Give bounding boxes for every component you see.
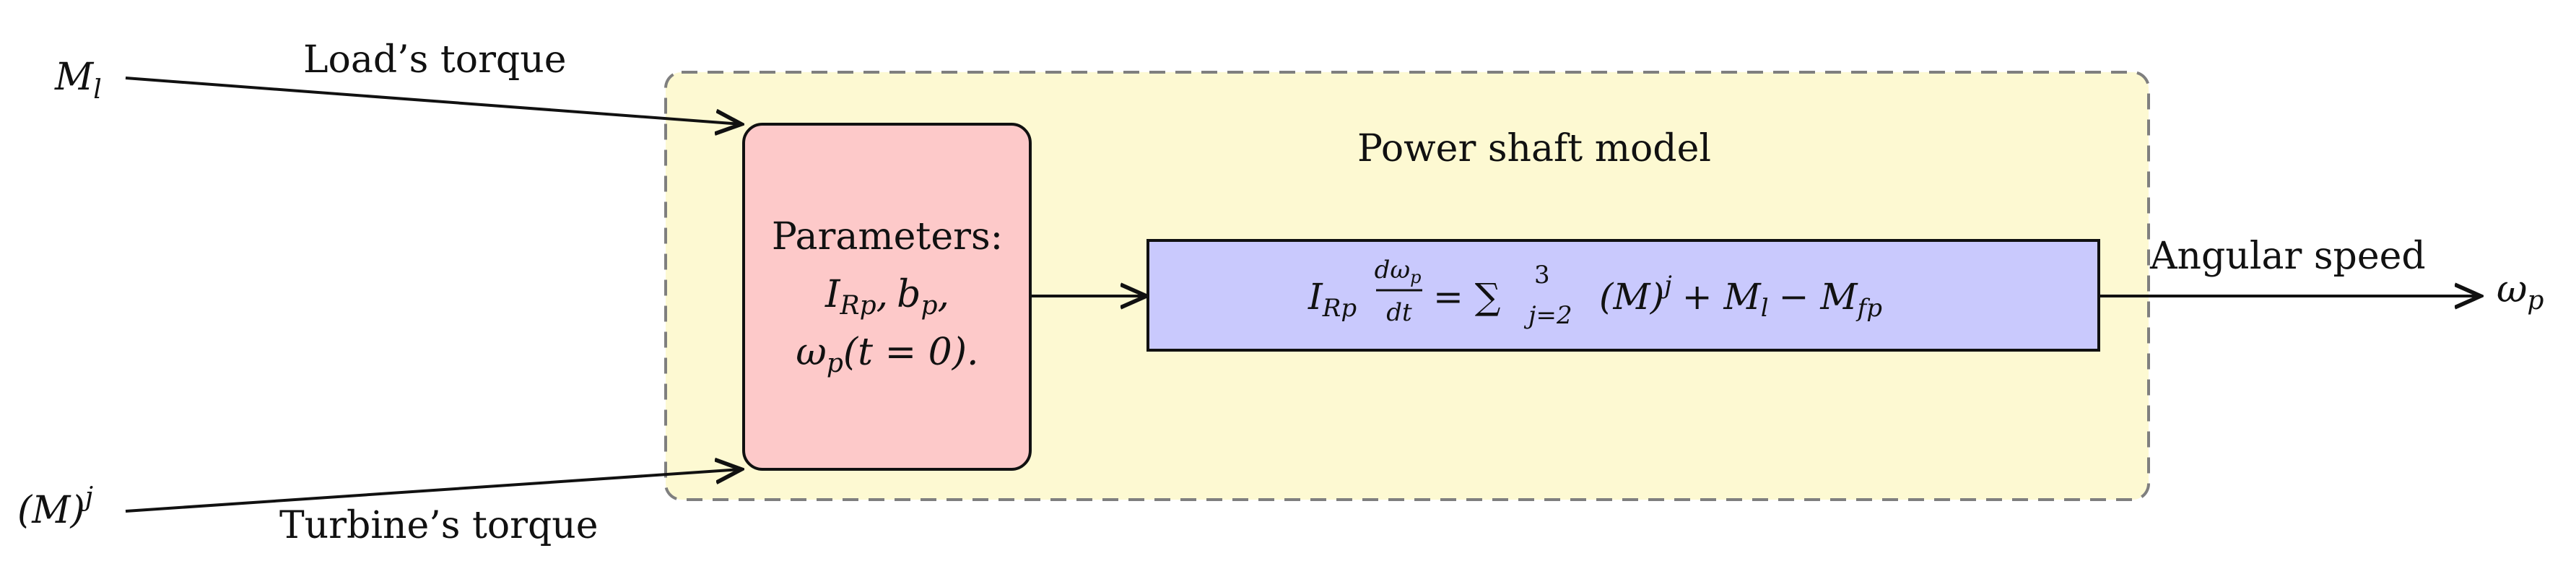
equation-block <box>1146 239 2100 352</box>
shaft-equation: IRp dωp dt = ∑ 3 j=2 (M)j+ Ml− Mfp <box>1307 256 1882 330</box>
svg-text:dt: dt <box>1386 298 1412 327</box>
svg-text:dωp: dωp <box>1375 256 1422 287</box>
angular-speed-caption: Angular speed <box>2149 235 2426 278</box>
svg-text:j=2: j=2 <box>1523 301 1572 330</box>
turbine-torque-caption: Turbine’s torque <box>279 504 599 547</box>
output-omega-p: ωp <box>2497 268 2544 316</box>
parameters-line-initial-speed: ωp(t = 0). <box>796 331 978 378</box>
svg-text:= ∑: = ∑ <box>1433 276 1501 318</box>
parameters-heading: Parameters: <box>772 215 1003 258</box>
svg-text:3: 3 <box>1534 261 1550 290</box>
load-torque-caption: Load’s torque <box>303 38 566 82</box>
input-load-torque-symbol: Ml <box>54 56 102 105</box>
svg-text:(M)j+ Ml− Mfp: (M)j+ Ml− Mfp <box>1599 271 1882 323</box>
load-torque-arrow <box>125 77 741 124</box>
parameters-line-inertia-damping: IRp,bp, <box>824 273 949 321</box>
turbine-torque-arrow <box>125 469 741 513</box>
group-title: Power shaft model <box>1357 127 1711 170</box>
input-turbine-torque-symbol: (M)j <box>17 482 93 532</box>
svg-text:IRp: IRp <box>1307 276 1357 323</box>
